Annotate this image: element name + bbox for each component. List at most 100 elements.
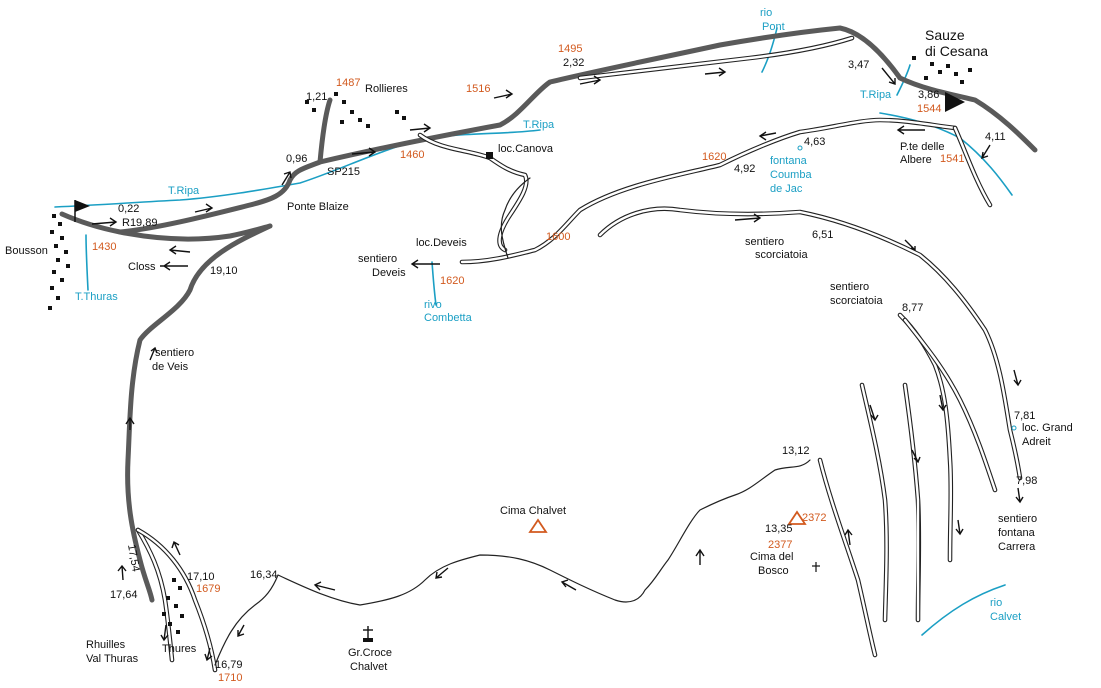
dist-17-54: 17,54 bbox=[125, 543, 142, 572]
alt-1679: 1679 bbox=[196, 583, 220, 595]
dist-8-77: 8,77 bbox=[902, 302, 923, 314]
alt-1541: 1541 bbox=[940, 153, 964, 165]
label-sentiero-fontana-1: sentiero bbox=[998, 513, 1037, 525]
label-sp215: SP215 bbox=[327, 166, 360, 178]
dist-19-10: 19,10 bbox=[210, 265, 238, 277]
label-fontana-coumba-2: Coumba bbox=[770, 169, 812, 181]
road-canova bbox=[418, 133, 528, 252]
dist-16-34: 16,34 bbox=[250, 569, 278, 581]
alt-2377: 2377 bbox=[768, 539, 792, 551]
dist-0-96: 0,96 bbox=[286, 153, 307, 165]
village-rollieres bbox=[305, 92, 406, 128]
direction-arrows bbox=[91, 67, 1024, 662]
label-rio-pont-1: rio bbox=[760, 7, 772, 19]
label-sentiero-scorc-2b: scorciatoia bbox=[830, 295, 883, 307]
alt-1460: 1460 bbox=[400, 149, 424, 161]
road-hairpin-2 bbox=[903, 318, 997, 492]
start-flag-icon bbox=[75, 200, 90, 212]
water-labels: T.Ripa T.Ripa T.Ripa T.Thuras rio Pont r… bbox=[75, 7, 1021, 623]
label-closs: Closs bbox=[128, 261, 156, 273]
label-rhuilles-1: Rhuilles bbox=[86, 639, 126, 651]
label-rio-pont-2: Pont bbox=[762, 21, 785, 33]
dist-17-10: 17,10 bbox=[187, 571, 215, 583]
label-t-ripa-1: T.Ripa bbox=[168, 185, 200, 197]
label-sentiero-veis-2: de Veis bbox=[152, 361, 189, 373]
road-fontana-coumba bbox=[460, 118, 957, 264]
alt-1495: 1495 bbox=[558, 43, 582, 55]
label-rollieres: Rollieres bbox=[365, 83, 408, 95]
label-cima-chalvet: Cima Chalvet bbox=[500, 505, 566, 517]
label-loc-canova: loc.Canova bbox=[498, 143, 554, 155]
label-cima-bosco-1: Cima del bbox=[750, 551, 793, 563]
footpaths bbox=[214, 177, 811, 666]
path-canova-spur bbox=[500, 177, 531, 259]
alt-1600: 1600 bbox=[546, 231, 570, 243]
label-sentiero-scorc-1b: scorciatoia bbox=[755, 249, 808, 261]
label-loc-deveis: loc.Deveis bbox=[416, 237, 467, 249]
label-rio-calvet-2: Calvet bbox=[990, 611, 1021, 623]
dirt-roads bbox=[135, 35, 1023, 673]
label-thures: Thures bbox=[162, 643, 197, 655]
label-sauze: Sauze bbox=[925, 27, 965, 43]
river-t-thuras bbox=[85, 234, 89, 291]
river-t-ripa bbox=[54, 129, 541, 208]
label-gr-croce-2: Chalvet bbox=[350, 661, 387, 673]
dist-1-21: 1,21 bbox=[306, 91, 327, 103]
label-sentiero-fontana-2: fontana bbox=[998, 527, 1036, 539]
label-loc-grand-1: loc. Grand bbox=[1022, 422, 1073, 434]
road-descent-west bbox=[125, 223, 273, 603]
label-t-ripa-3: T.Ripa bbox=[860, 89, 892, 101]
label-sentiero-deveis-1: sentiero bbox=[358, 253, 397, 265]
fountain-icon bbox=[797, 145, 803, 151]
road-hairpin-5 bbox=[818, 458, 877, 657]
river-rio-pont bbox=[761, 27, 778, 73]
finish-flag-icon bbox=[945, 92, 965, 112]
label-ponte-blaize: Ponte Blaize bbox=[287, 201, 349, 213]
label-fontana-coumba-1: fontana bbox=[770, 155, 808, 167]
dist-4-92: 4,92 bbox=[734, 163, 755, 175]
summit-triangle-icon bbox=[787, 510, 807, 525]
alt-1487: 1487 bbox=[336, 77, 360, 89]
dist-16-79: 16,79 bbox=[215, 659, 243, 671]
label-sentiero-fontana-3: Carrera bbox=[998, 541, 1036, 553]
road-albere bbox=[953, 126, 992, 207]
dist-13-35: 13,35 bbox=[765, 523, 793, 535]
dist-4-11: 4,11 bbox=[985, 131, 1006, 143]
label-pte-albere-2: Albere bbox=[900, 154, 932, 166]
village-sauze bbox=[912, 56, 972, 84]
dist-6-51: 6,51 bbox=[812, 229, 833, 241]
dist-7-81: 7,81 bbox=[1014, 410, 1035, 422]
road-north-loop bbox=[578, 36, 854, 80]
village-thures bbox=[162, 578, 184, 634]
summit-triangle-icon bbox=[528, 518, 548, 533]
dist-13-12: 13,12 bbox=[782, 445, 810, 457]
label-pte-albere-1: P.te delle bbox=[900, 141, 944, 153]
building-icon bbox=[486, 152, 493, 159]
label-loc-grand-2: Adreit bbox=[1022, 436, 1051, 448]
alt-1430: 1430 bbox=[92, 241, 116, 253]
dist-r19-89: R19,89 bbox=[122, 217, 157, 229]
dist-7-98: 7,98 bbox=[1016, 475, 1037, 487]
road-hairpin-3 bbox=[860, 383, 888, 622]
road-hairpin-4 bbox=[903, 383, 920, 622]
label-gr-croce-1: Gr.Croce bbox=[348, 647, 392, 659]
label-t-ripa-2: T.Ripa bbox=[523, 119, 555, 131]
river-rivo-combetta bbox=[431, 261, 437, 306]
alt-1516: 1516 bbox=[466, 83, 490, 95]
road-scorciatoia bbox=[598, 207, 1022, 480]
alt-1710: 1710 bbox=[218, 672, 242, 684]
label-rivo-combetta-2: Combetta bbox=[424, 312, 473, 324]
dist-2-32: 2,32 bbox=[563, 57, 584, 69]
main-road bbox=[59, 25, 1038, 603]
label-rio-calvet-1: rio bbox=[990, 597, 1002, 609]
label-bousson: Bousson bbox=[5, 245, 48, 257]
label-sentiero-veis-1: sentiero bbox=[155, 347, 194, 359]
dist-4-63: 4,63 bbox=[804, 136, 825, 148]
label-sentiero-deveis-2: Deveis bbox=[372, 267, 406, 279]
cross-icon bbox=[812, 562, 820, 572]
cross-icon bbox=[363, 626, 373, 642]
label-sentiero-scorc-2a: sentiero bbox=[830, 281, 869, 293]
label-t-thuras: T.Thuras bbox=[75, 291, 118, 303]
dist-0-22: 0,22 bbox=[118, 203, 139, 215]
